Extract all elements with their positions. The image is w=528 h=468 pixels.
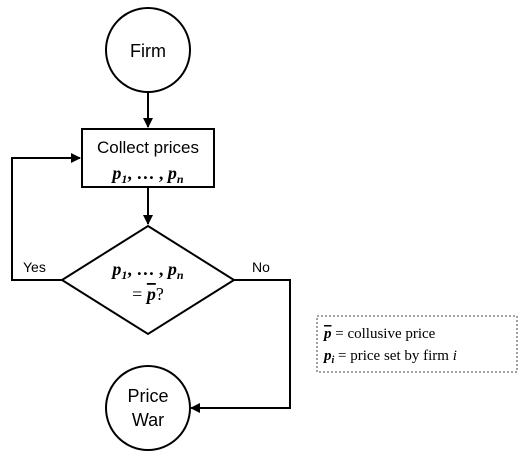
legend-firm-text: = price set by firm bbox=[334, 348, 452, 364]
legend-pbar: p bbox=[322, 326, 332, 342]
no-label: No bbox=[252, 259, 270, 275]
decision-pn: p bbox=[166, 259, 177, 279]
end-circle bbox=[105, 365, 191, 451]
legend-sub-i: i bbox=[332, 355, 335, 366]
collect-formula: p1, … , pn bbox=[110, 163, 184, 186]
legend-collusive-text: = collusive price bbox=[332, 326, 436, 342]
decision-sub-1: 1 bbox=[121, 268, 127, 282]
arrow-yes-loop bbox=[11, 153, 81, 281]
legend: p = collusive price pi = price set by fi… bbox=[316, 315, 518, 373]
decision-node: p1, … , pn = p? bbox=[60, 224, 236, 336]
formula-sub-n: n bbox=[177, 172, 184, 186]
decision-question: ? bbox=[156, 284, 164, 304]
decision-sub-n: n bbox=[177, 268, 184, 282]
decision-line1: p1, … , pn bbox=[110, 259, 184, 282]
end-label-line1: Price bbox=[127, 386, 168, 406]
start-label: Firm bbox=[130, 41, 166, 61]
end-label-line2: War bbox=[132, 410, 164, 430]
yes-label: Yes bbox=[23, 259, 46, 275]
decision-diamond bbox=[60, 224, 236, 336]
arrow-no-branch bbox=[190, 279, 291, 413]
end-node-price-war: Price War bbox=[105, 365, 191, 451]
start-node-firm: Firm bbox=[105, 7, 191, 93]
formula-sub-1: 1 bbox=[121, 172, 127, 186]
legend-box bbox=[316, 315, 518, 373]
legend-i: i bbox=[453, 348, 457, 364]
formula-p1: p bbox=[110, 163, 121, 183]
formula-sep: , … , bbox=[127, 163, 168, 183]
collect-box bbox=[81, 128, 215, 188]
process-node-collect-prices: Collect prices p1, … , pn bbox=[81, 128, 215, 188]
legend-pi: p bbox=[322, 348, 332, 364]
decision-pbar: p bbox=[145, 284, 156, 304]
decision-line2: = p? bbox=[132, 284, 164, 304]
decision-p1: p bbox=[110, 259, 121, 279]
formula-pn: p bbox=[166, 163, 177, 183]
decision-sep: , … , bbox=[127, 259, 168, 279]
decision-equals: = bbox=[132, 284, 147, 304]
legend-row-firm-price: pi = price set by firm i bbox=[322, 348, 457, 366]
legend-row-collusive: p = collusive price bbox=[322, 326, 436, 342]
collect-label: Collect prices bbox=[97, 138, 199, 157]
